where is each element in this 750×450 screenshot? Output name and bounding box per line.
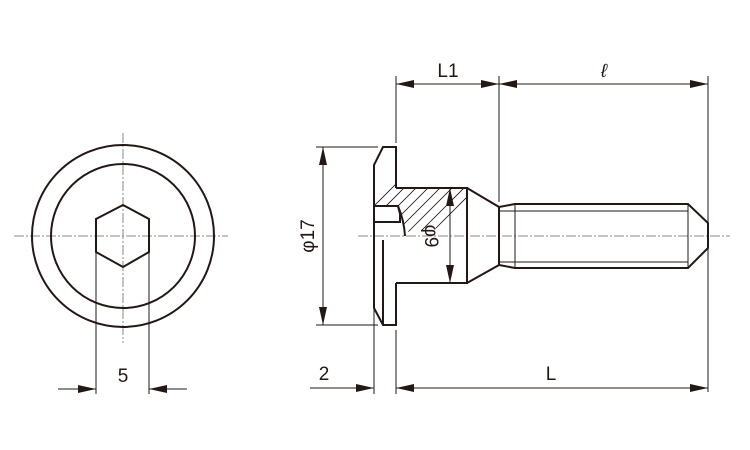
hex-socket <box>95 203 150 269</box>
head-thickness-label: 2 <box>319 364 330 385</box>
overall-length-label: L <box>546 364 557 385</box>
head-circle <box>50 163 196 309</box>
thread-length-dimension: ℓ <box>499 61 708 88</box>
neck-outline <box>396 187 468 284</box>
socket-section <box>374 205 401 223</box>
hex-size-label: 5 <box>118 366 129 387</box>
flange-diameter-label: φ17 <box>298 219 319 252</box>
end-view: 5 <box>14 133 228 394</box>
cone-outline <box>466 187 500 284</box>
socket-bottom-arc <box>397 205 406 237</box>
overall-length-dimension: L <box>396 364 708 392</box>
side-view: L1 ℓ L 2 φ17 <box>298 61 730 394</box>
L1-label: L1 <box>437 61 458 82</box>
flange-diameter-dimension: φ17 <box>298 147 327 325</box>
thread-length-label: ℓ <box>600 61 608 82</box>
neck-diameter-label: φ9 <box>420 225 441 248</box>
hex-dimension: 5 <box>58 366 187 393</box>
neck-diameter-dimension: φ9 <box>420 188 454 283</box>
flange-outer-circle <box>31 144 215 328</box>
L1-dimension: L1 <box>396 61 499 88</box>
head-thickness-dimension: 2 <box>310 364 374 392</box>
flange-outline <box>373 146 397 326</box>
